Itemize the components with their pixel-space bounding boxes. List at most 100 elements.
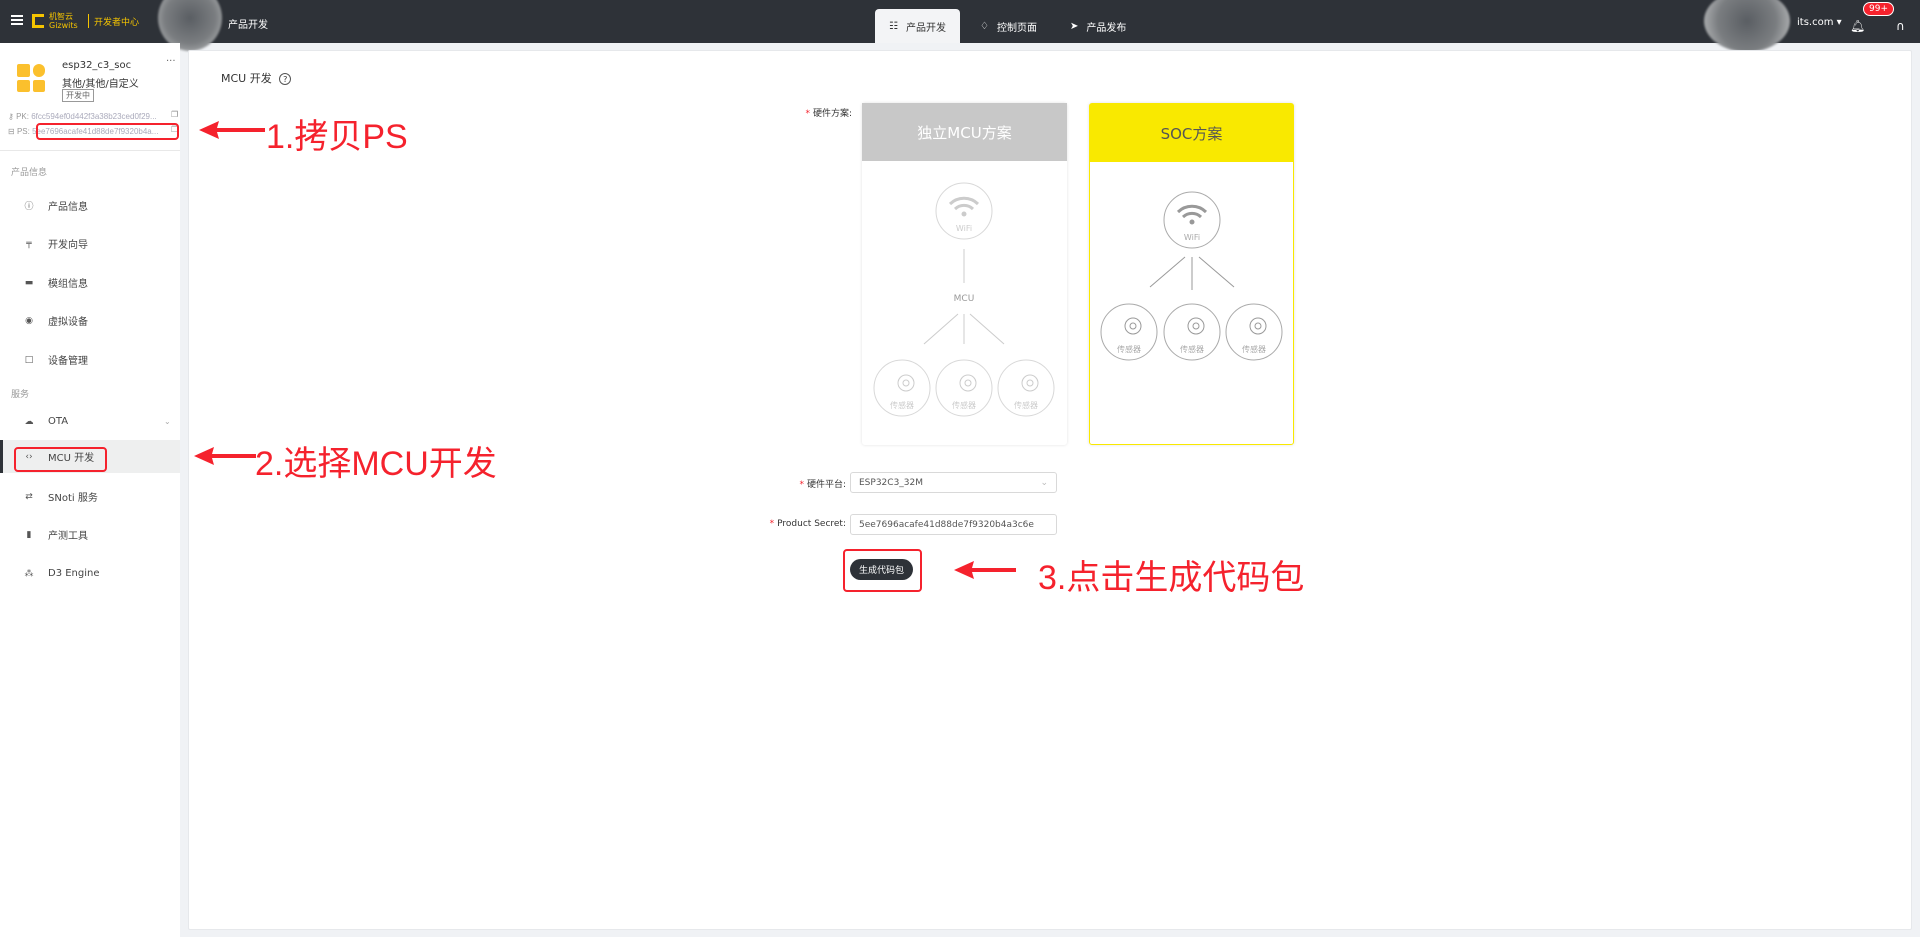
sensor-icon xyxy=(1124,317,1267,335)
mcu-card-title: 独立MCU方案 xyxy=(862,103,1067,161)
engine-icon: ⁂ xyxy=(24,568,34,579)
copy-pk-icon[interactable]: ❐ xyxy=(171,110,179,119)
soc-diagram: WiFi 传感器传感器传感器 xyxy=(1100,191,1283,361)
chevron-down-icon: ⌄ xyxy=(164,417,171,426)
sidebar-item-label: 模组信息 xyxy=(48,279,88,290)
annotation-step2: 2.选择MCU开发 xyxy=(255,445,497,483)
section-services: 服务 xyxy=(11,390,30,400)
sidebar-item-label: 设备管理 xyxy=(48,356,88,367)
more-icon[interactable]: ··· xyxy=(166,56,176,67)
sidebar-item-label: OTA xyxy=(48,416,69,427)
product-secret-input[interactable]: 5ee7696acafe41d88de7f9320b4a3c6e xyxy=(850,514,1057,535)
sidebar-item-virtual-device[interactable]: ◉ 虚拟设备 xyxy=(0,304,180,337)
diamond-icon: ♢ xyxy=(980,20,989,32)
annotation-arrow-1 xyxy=(199,121,265,139)
label-text: Product Secret: xyxy=(777,519,846,529)
generate-code-button[interactable]: 生成代码包 xyxy=(850,559,913,580)
mcu-label: MCU xyxy=(954,294,975,304)
virtual-device-icon: ◉ xyxy=(25,315,33,326)
tab-product-dev[interactable]: ☷产品开发 xyxy=(875,9,960,43)
pk-row: ⚷ PK: 6fcc594ef0d442f3a38b23ced0f29... xyxy=(8,112,157,121)
sidebar-item-mcu-dev[interactable]: ‹›MCU 开发 xyxy=(0,440,180,473)
wifi-icon xyxy=(948,196,980,211)
status-badge: 开发中 xyxy=(62,89,94,102)
account-name: its.com xyxy=(1797,17,1834,28)
device-icon: □ xyxy=(24,354,34,365)
platform-select[interactable]: ESP32C3_32M ⌄ xyxy=(850,472,1057,493)
sidebar-item-ota[interactable]: ☁ OTA ⌄ xyxy=(0,405,180,438)
sidebar-item-snoti[interactable]: ⇄ SNoti 服务 xyxy=(0,480,180,513)
mcu-scheme-card[interactable]: 独立MCU方案 WiFi MCU 传感器 传感器 传感器 xyxy=(862,103,1067,445)
bell-icon[interactable]: 🔔︎ xyxy=(1850,19,1866,33)
sidebar-item-module-info[interactable]: ▬ 模组信息 xyxy=(0,266,180,299)
annotation-arrow-3 xyxy=(954,561,1016,579)
scheme-label: *硬件方案: xyxy=(805,109,852,119)
menu-icon[interactable] xyxy=(11,15,23,25)
sidebar-item-dev-guide[interactable]: ╤开发向导 xyxy=(0,227,180,260)
swap-icon: ⇄ xyxy=(25,491,33,502)
page-title-text: MCU 开发 xyxy=(221,72,272,85)
tab-publish[interactable]: ➤ 产品发布 xyxy=(1056,9,1140,43)
sidebar-item-label: 虚拟设备 xyxy=(48,317,88,328)
sensor-label: 传感器 xyxy=(1014,400,1038,410)
privacy-blur xyxy=(158,0,222,51)
module-icon: ▬ xyxy=(24,277,34,288)
section-product-info: 产品信息 xyxy=(11,168,48,178)
sensor-icon xyxy=(897,374,1039,392)
sensor-label: 传感器 xyxy=(890,400,914,410)
annotation-step3: 3.点击生成代码包 xyxy=(1038,559,1305,597)
platform-label: *硬件平台: xyxy=(799,480,846,490)
account-menu[interactable]: its.com ▾ xyxy=(1797,17,1842,28)
annotation-box-mcu xyxy=(14,447,107,472)
send-icon: ➤ xyxy=(1070,20,1079,32)
lock-icon: ⊟ xyxy=(8,127,17,136)
sidebar-item-label: SNoti 服务 xyxy=(48,493,98,504)
sidebar-item-device-mgmt[interactable]: □ 设备管理 xyxy=(0,343,180,376)
pk-label: PK: xyxy=(16,112,29,121)
pk-value: 6fcc594ef0d442f3a38b23ced0f29... xyxy=(31,112,157,121)
label-text: 硬件平台: xyxy=(806,480,846,490)
sensor-label: 传感器 xyxy=(952,400,976,410)
sensor-label: 传感器 xyxy=(1242,344,1266,354)
product-category: 其他/其他/自定义 xyxy=(62,79,139,90)
product-icon xyxy=(17,64,45,92)
tab-label: 控制页面 xyxy=(996,22,1037,34)
tab-control-page[interactable]: ♢ 控制页面 xyxy=(966,9,1051,43)
sidebar-item-d3-engine[interactable]: ⁂ D3 Engine xyxy=(0,557,180,590)
cloud-icon: ☁ xyxy=(24,416,34,427)
notification-badge: 99+ xyxy=(1863,2,1894,16)
annotation-arrow-2 xyxy=(194,447,256,465)
chevron-down-icon: ⌄ xyxy=(1040,477,1048,488)
privacy-blur xyxy=(1704,0,1790,52)
copy-ps-icon[interactable]: ❐ xyxy=(171,125,179,134)
tool-icon: ▮ xyxy=(26,529,32,540)
sidebar-item-label: 产测工具 xyxy=(48,531,88,542)
annotation-box-ps xyxy=(36,123,179,140)
brand-name: 机智云 Gizwits xyxy=(49,12,78,30)
product-name: esp32_c3_soc xyxy=(62,60,132,71)
headset-icon[interactable]: ∩ xyxy=(1896,19,1905,33)
tab-label: 产品发布 xyxy=(1086,22,1127,34)
tab-label: 产品开发 xyxy=(905,22,946,34)
soc-card-title: SOC方案 xyxy=(1090,104,1293,162)
breadcrumb[interactable]: 产品开发 xyxy=(228,20,268,31)
platform-value: ESP32C3_32M xyxy=(859,477,924,488)
secret-label: *Product Secret: xyxy=(769,519,846,529)
wifi-label: WiFi xyxy=(1184,233,1200,242)
soc-scheme-card[interactable]: SOC方案 WiFi 传感器传感器传感器 xyxy=(1089,103,1294,445)
sidebar-item-test-tool[interactable]: ▮ 产测工具 xyxy=(0,518,180,551)
sensor-label: 传感器 xyxy=(1117,344,1141,354)
wifi-label: WiFi xyxy=(956,224,972,233)
page-title: MCU 开发 ? xyxy=(221,70,292,86)
info-icon: ⓘ xyxy=(24,202,34,212)
help-icon[interactable]: ? xyxy=(279,73,292,85)
code-icon: ‹› xyxy=(25,451,33,462)
wifi-icon xyxy=(1176,204,1208,219)
sidebar-item-label: D3 Engine xyxy=(48,568,100,579)
annotation-step1: 1.拷贝PS xyxy=(266,118,408,156)
key-icon: ⚷ xyxy=(8,112,17,121)
ps-label: PS: xyxy=(16,127,30,136)
